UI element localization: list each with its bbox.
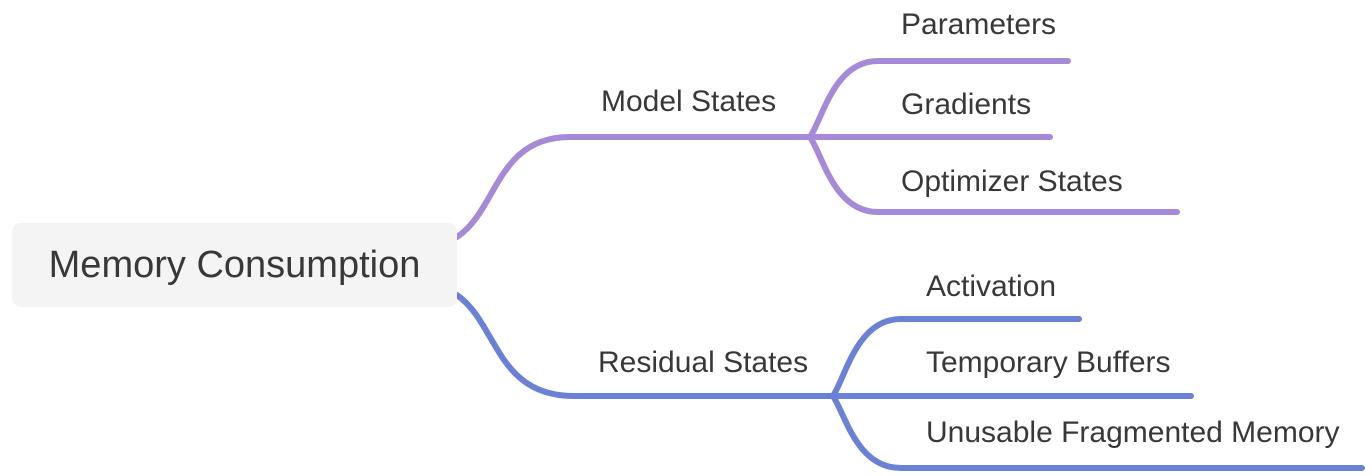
connector-model-states-to-parameters — [807, 58, 1071, 140]
connector-root-to-model-states — [454, 134, 813, 240]
node-optimizer-states[interactable]: Optimizer States — [901, 165, 1123, 198]
node-temporary-buffers[interactable]: Temporary Buffers — [926, 346, 1171, 379]
node-unusable-fragmented-memory[interactable]: Unusable Fragmented Memory — [926, 416, 1340, 449]
connector-root-to-residual-states — [454, 292, 836, 399]
node-memory-consumption[interactable]: Memory Consumption — [12, 223, 457, 307]
node-residual-states[interactable]: Residual States — [598, 346, 809, 379]
connector-residual-states-to-unusable-fragmented-memory — [830, 393, 1365, 471]
node-model-states[interactable]: Model States — [601, 85, 777, 118]
node-activation[interactable]: Activation — [926, 270, 1057, 303]
node-gradients[interactable]: Gradients — [901, 88, 1032, 121]
node-parameters[interactable]: Parameters — [901, 8, 1057, 41]
connector-residual-states-to-activation — [830, 316, 1082, 399]
connector-model-states-to-optimizer-states — [807, 134, 1180, 215]
root-node-label: Memory Consumption — [48, 243, 421, 286]
